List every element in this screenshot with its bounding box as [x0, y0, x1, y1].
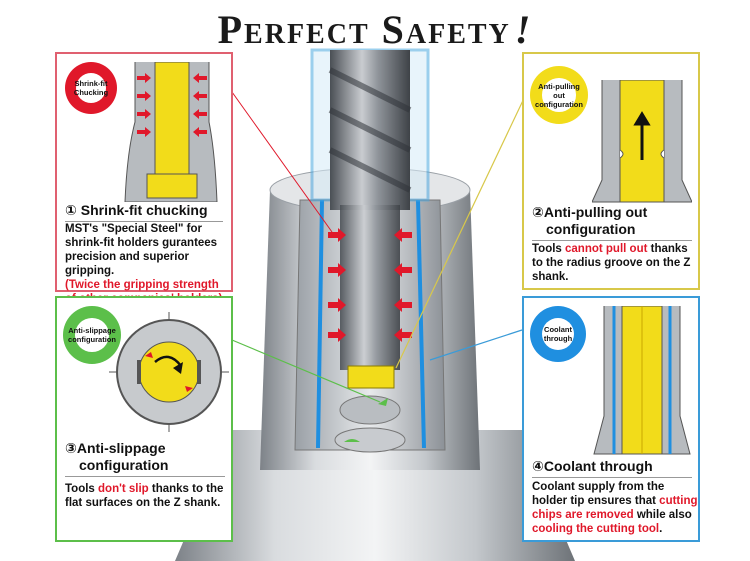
badge-anti-slippage: Anti-slippage configuration [63, 306, 121, 364]
panel-shrink-fit: Shrink-fit Chucking ① Shrink-fit chuckin… [55, 52, 233, 305]
anti-slippage-diagram [109, 312, 229, 432]
badge-anti-pulling: Anti-pulling out configuration [530, 66, 588, 124]
anti-slippage-heading: ③Anti-slippage configuration [65, 440, 225, 477]
panel-anti-pulling: Anti-pulling out configuration ②Anti-pul… [522, 52, 700, 290]
coolant-channel-right [416, 199, 426, 449]
anti-pulling-diagram [592, 80, 692, 203]
clamp-arrows [328, 228, 412, 342]
badge-coolant: Coolant through [530, 306, 586, 362]
panel-coolant: Coolant through ④Coolant through Coolant… [522, 296, 700, 542]
coolant-body: Coolant supply from the holder tip ensur… [532, 481, 698, 535]
panel-anti-slippage: Anti-slippage configuration ③Anti-slippa… [55, 296, 233, 542]
shrink-fit-heading: ① Shrink-fit chucking [65, 202, 223, 222]
badge-shrink-fit: Shrink-fit Chucking [65, 62, 117, 114]
shrink-fit-diagram [124, 62, 218, 202]
leader-antipull [395, 91, 528, 369]
anti-slippage-body: Tools don't slip thanks to the flat surf… [65, 483, 224, 509]
coolant-channel-left [316, 199, 324, 449]
leader-shrink [231, 91, 333, 233]
leader-antislip [231, 339, 381, 403]
page-title: Perfect Safety! [217, 7, 533, 52]
coolant-heading: ④Coolant through [532, 458, 692, 478]
z-shank-block [347, 365, 395, 389]
leader-coolant [429, 329, 523, 361]
coolant-diagram [593, 306, 691, 455]
anti-pulling-body: Tools cannot pull out thanks to the radi… [532, 243, 691, 283]
tool-shank [340, 205, 400, 370]
anti-pulling-heading: ②Anti-pulling out configuration [532, 204, 692, 241]
shrink-fit-body: MST's "Special Steel" for shrink-fit hol… [65, 223, 222, 305]
